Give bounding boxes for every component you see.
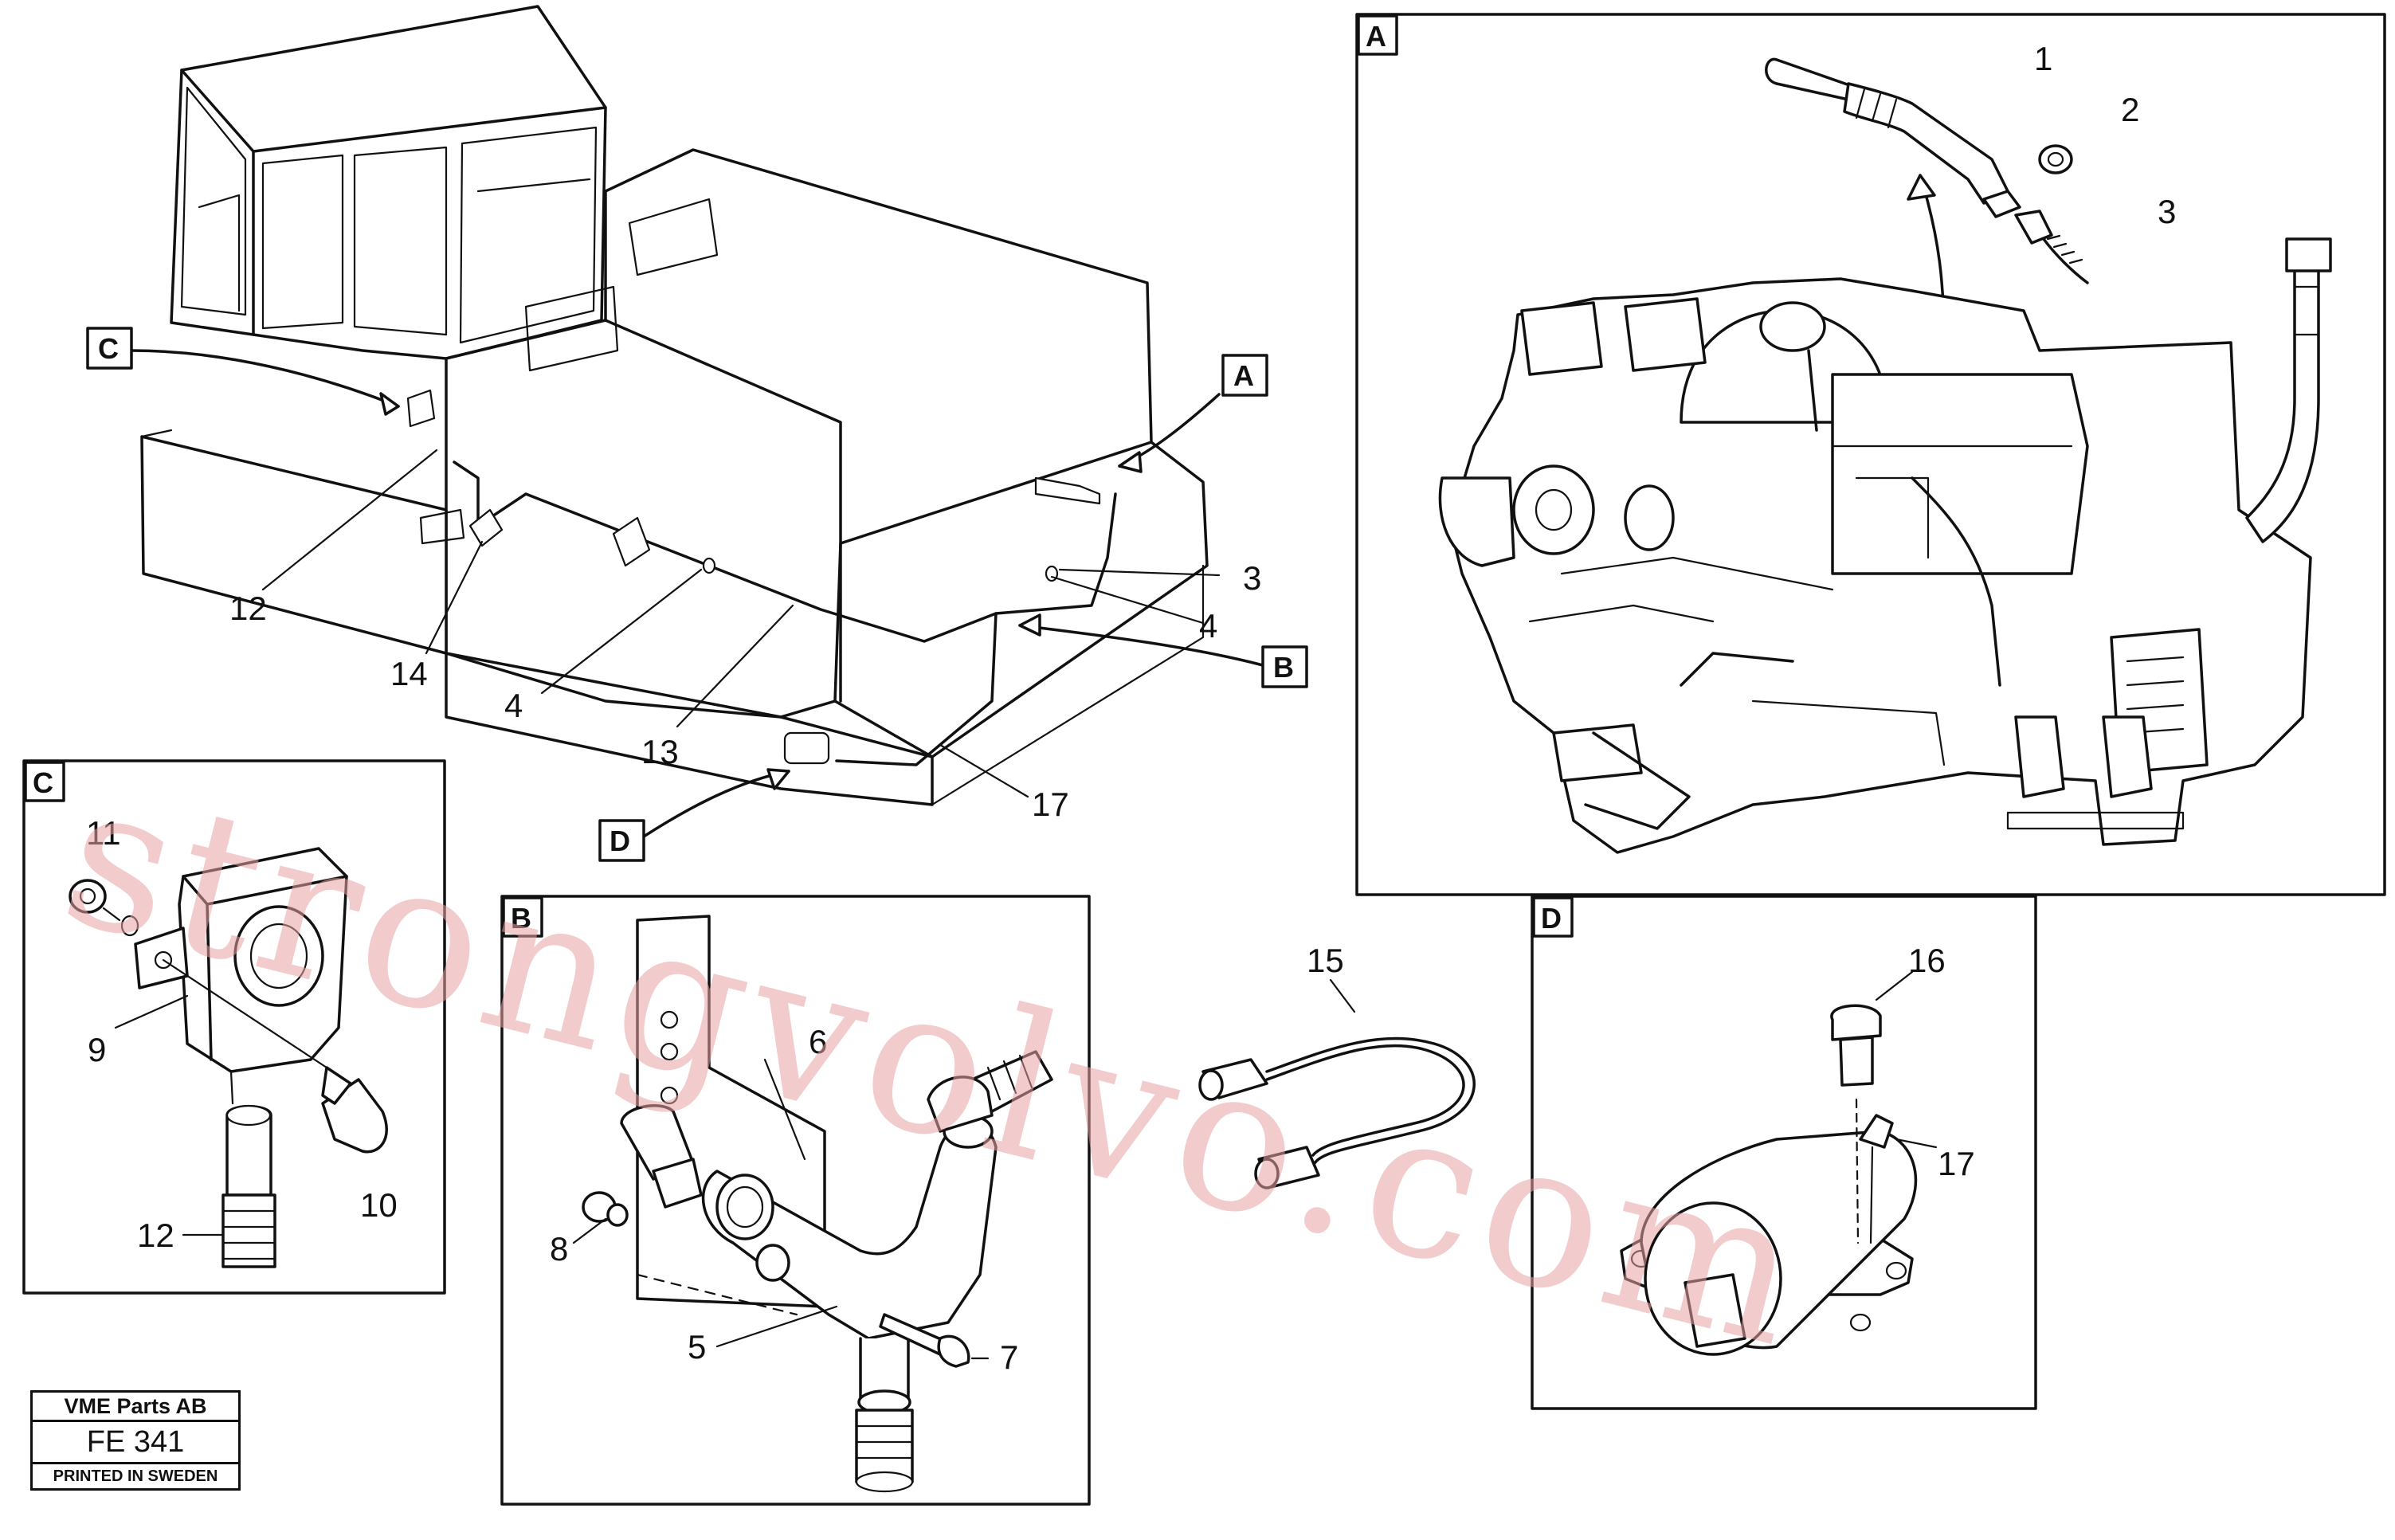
drawing-code: FE 341	[33, 1422, 238, 1464]
part-number-9: 9	[88, 1031, 106, 1068]
part-number-10: 10	[360, 1186, 398, 1224]
part-number-15: 15	[1307, 942, 1344, 979]
part-number-8: 8	[550, 1230, 568, 1268]
part-15-cable	[1198, 978, 1476, 1189]
callout-c: C	[98, 332, 119, 365]
detail-panel-a	[1355, 13, 2386, 896]
panel-label-a: A	[1366, 20, 1386, 53]
part-number-3: 3	[1243, 559, 1261, 597]
labels: A C B D C A B D 1 2 3 3 4 12 14 4 13 17 …	[33, 20, 2176, 1376]
callout-b: B	[1273, 651, 1294, 684]
part-number-2: 2	[2121, 91, 2139, 128]
part-number-14: 14	[390, 655, 428, 692]
part-number-6: 6	[809, 1023, 827, 1060]
panel-label-d: D	[1541, 902, 1562, 935]
part-number-5: 5	[688, 1328, 706, 1366]
printed-note: PRINTED IN SWEDEN	[53, 1468, 218, 1485]
part-number-12: 12	[229, 590, 267, 627]
detail-panel-b	[500, 895, 1091, 1506]
detail-panel-c	[22, 759, 446, 1295]
part-number-11: 11	[86, 814, 121, 852]
part-number-4-right: 4	[1199, 607, 1217, 645]
part-number-17-detail-d: 17	[1938, 1145, 1975, 1182]
title-block: VME Parts AB FE 341 PRINTED IN SWEDEN	[30, 1390, 241, 1491]
panel-label-c: C	[33, 766, 53, 799]
part-number-1: 1	[2034, 40, 2052, 77]
part-number-13: 13	[641, 733, 679, 770]
part-number-16: 16	[1908, 942, 1946, 979]
part-number-4-left: 4	[504, 687, 523, 724]
part-number-12-detail-c: 12	[137, 1217, 174, 1254]
part-number-3-detail-a: 3	[2158, 193, 2176, 230]
callout-a: A	[1233, 359, 1254, 392]
part-number-7: 7	[1000, 1338, 1018, 1376]
callout-d: D	[610, 825, 630, 857]
detail-panel-d	[1531, 895, 2037, 1410]
machine-overview	[86, 5, 1308, 862]
panel-label-b: B	[511, 902, 531, 935]
company-name: VME Parts AB	[33, 1393, 238, 1422]
part-number-17: 17	[1032, 786, 1069, 823]
